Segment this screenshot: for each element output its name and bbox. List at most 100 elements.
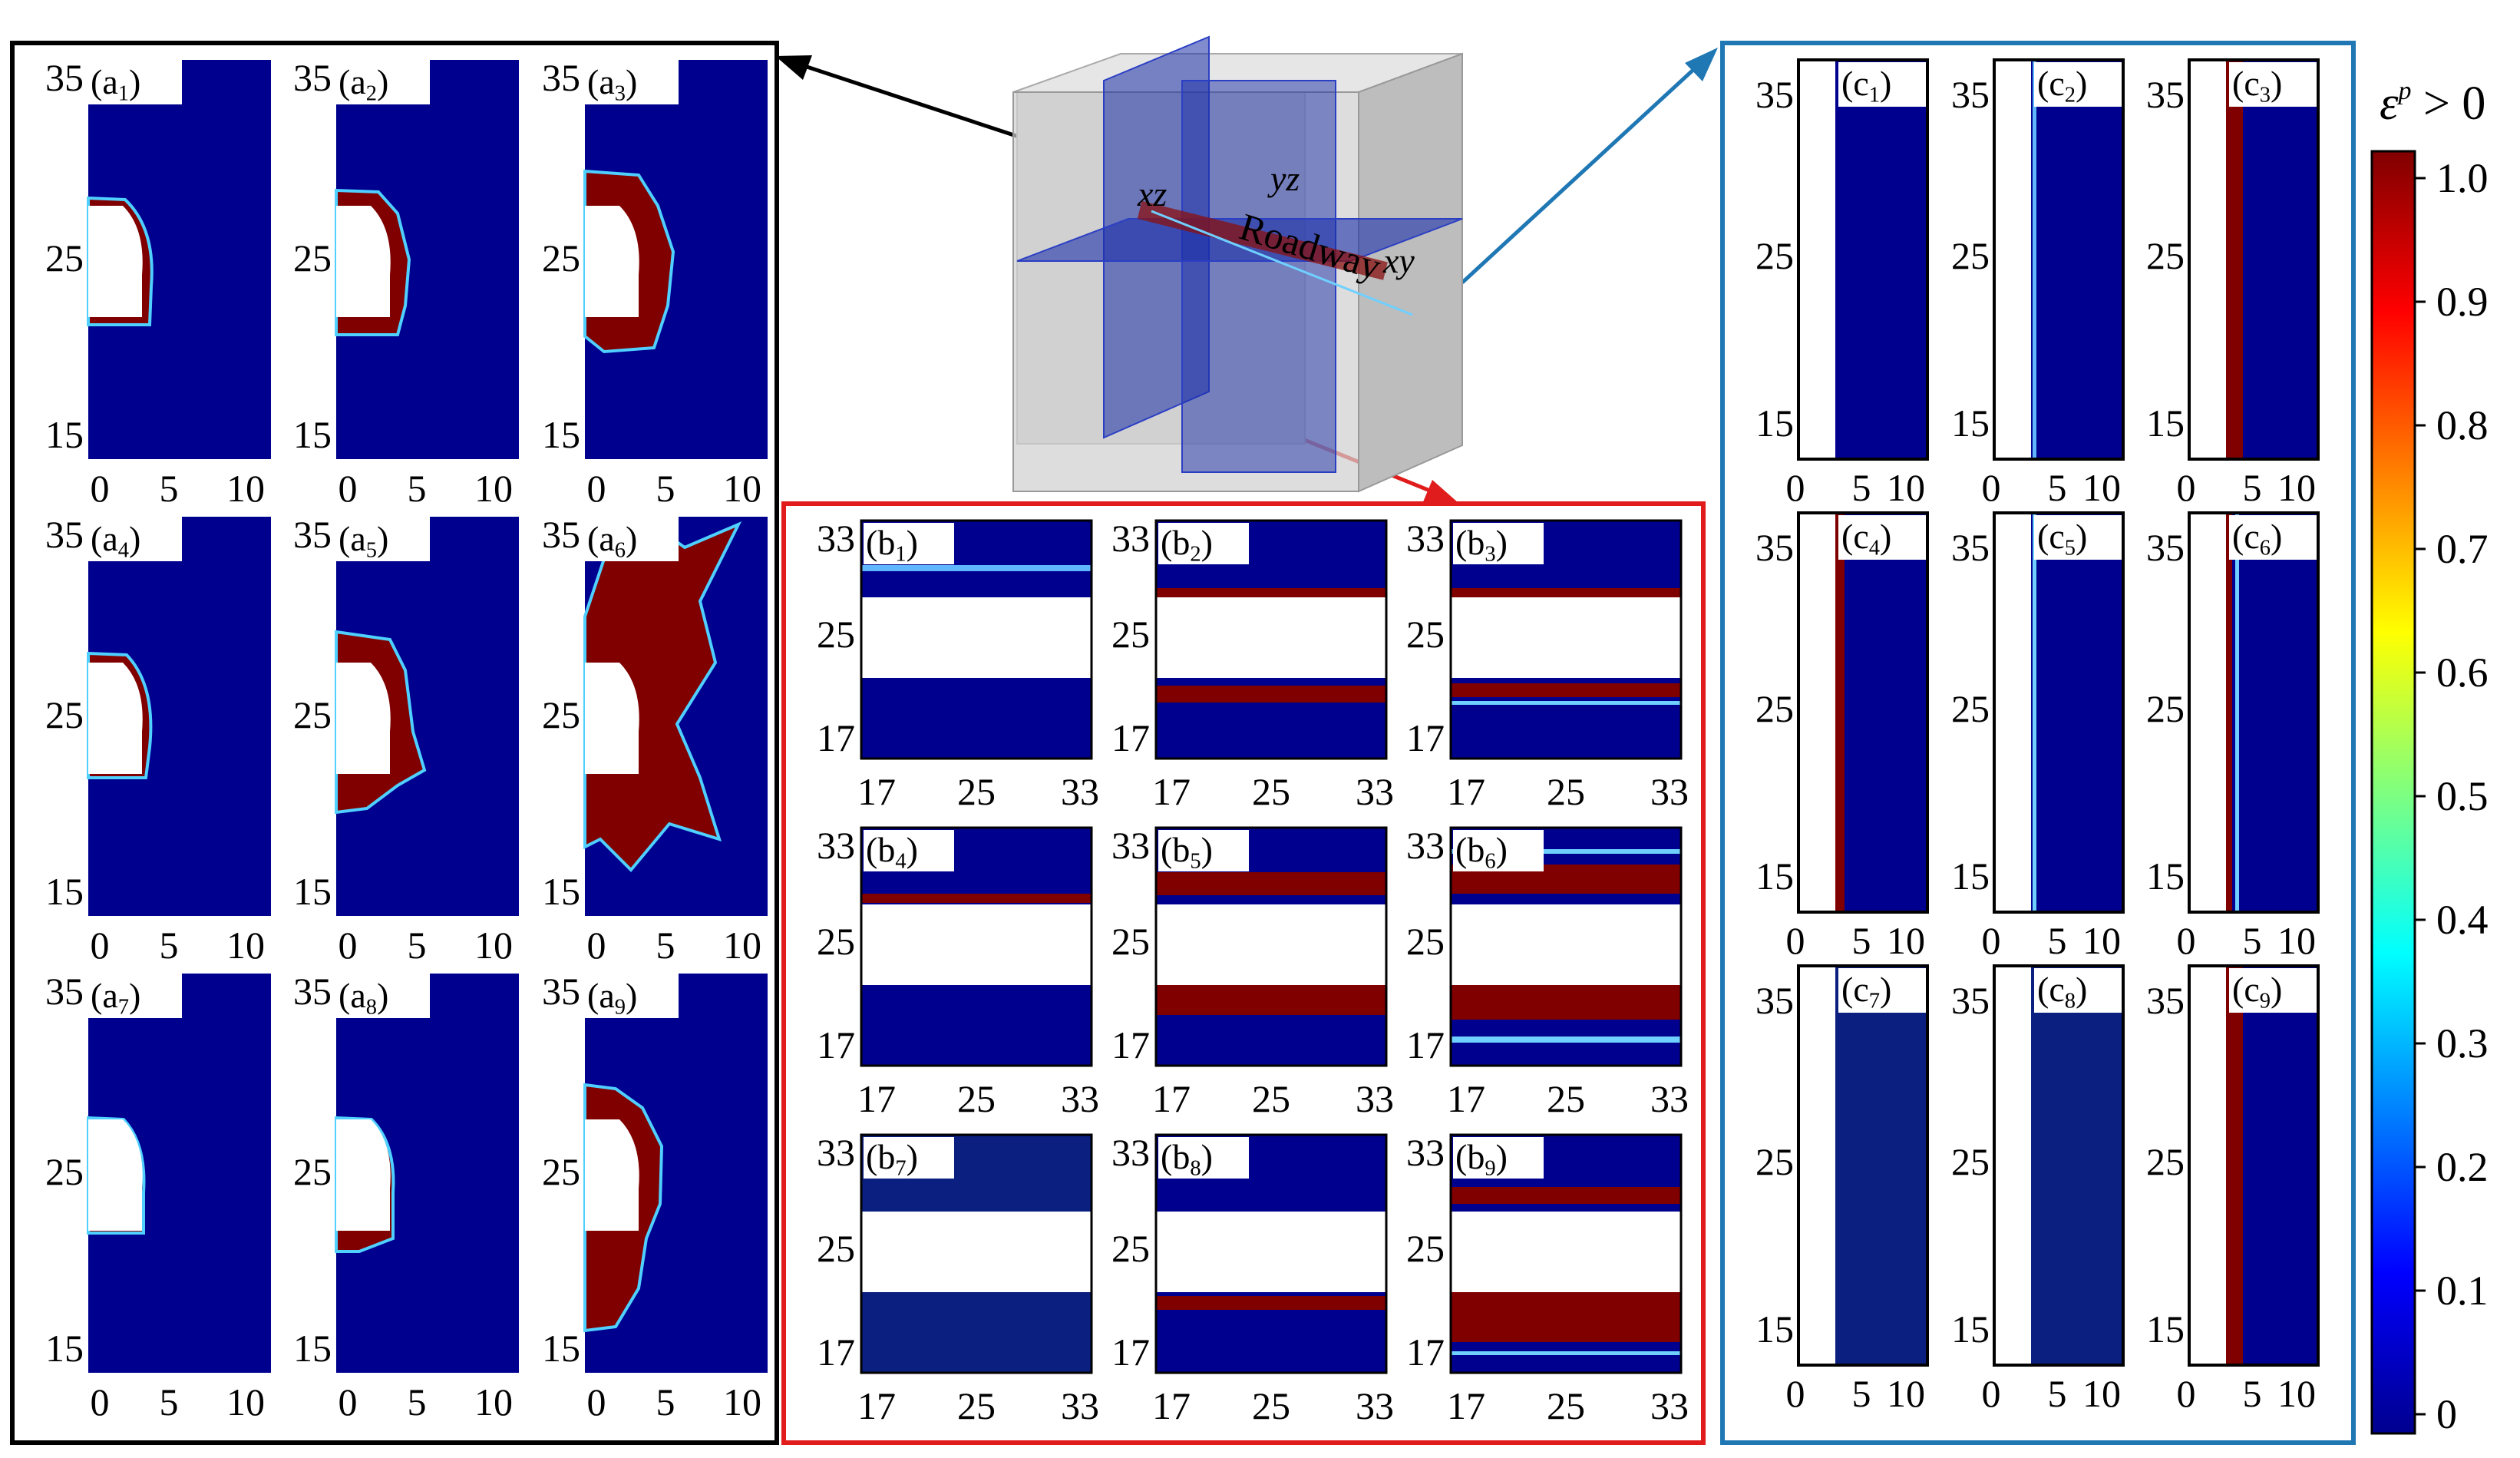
panel-c7-ytick-top: 35	[1755, 979, 1794, 1022]
panel-a4-xtick-2: 10	[226, 924, 265, 967]
panel-b6-xtick-0: 17	[1447, 1077, 1485, 1120]
panel-b8-ytick-top: 33	[1111, 1131, 1150, 1174]
panel-c5-roadway	[1994, 513, 2031, 912]
roadway-axis	[1151, 210, 1413, 316]
panel-a9-label-sub: 9	[615, 995, 626, 1019]
panel-b6-label-main: (b	[1455, 830, 1485, 869]
panel-a6-label-close: )	[626, 519, 637, 558]
panel-c1-label: (c1)	[1841, 64, 1891, 107]
colorbar-title-sup: p	[2396, 77, 2411, 105]
panel-a5-ytick-top: 35	[293, 513, 332, 556]
panel-a5-label-box	[336, 517, 430, 561]
panel-b7-label-close: )	[907, 1137, 918, 1176]
panel-a1-label: (a1)	[91, 62, 140, 105]
panel-b7-label-box	[864, 1137, 954, 1179]
panel-c1-border	[1797, 58, 1929, 461]
panel-a8-label-main: (a	[339, 976, 366, 1015]
panel-a8-ytick-bot: 15	[293, 1327, 332, 1370]
panel-b9-xtick-0: 17	[1447, 1384, 1485, 1427]
panel-a6-label-main: (a	[587, 519, 615, 558]
panel-b3-ytick-bot: 17	[1406, 716, 1445, 759]
panel-b2-xtick-1: 25	[1252, 770, 1290, 813]
colorbar-title-symbol: ε	[2380, 78, 2399, 130]
panel-b2-border	[1154, 519, 1388, 760]
panel-c2-xtick-0: 0	[1982, 466, 2001, 509]
panel-b6-xtick-2: 33	[1650, 1077, 1689, 1120]
panel-b9-ytick-mid: 25	[1406, 1227, 1445, 1270]
panel-b5-xtick-1: 25	[1252, 1077, 1290, 1120]
panel-c4-xtick-2: 10	[1887, 919, 1925, 962]
panel-a2-ytick-top: 35	[293, 56, 332, 99]
panel-b5-xtick-0: 17	[1152, 1077, 1191, 1120]
colorbar-title-rest: > 0	[2411, 78, 2485, 130]
panel-c1-roadway	[1798, 60, 1835, 459]
panel-b7-label: (b7)	[866, 1137, 918, 1180]
panel-b2-label-main: (b	[1161, 523, 1190, 562]
panel-c9-ytick-mid: 25	[2146, 1140, 2185, 1183]
panel-c1-ytick-top: 35	[1755, 73, 1794, 116]
panel-a3-xtick-0: 0	[587, 467, 606, 510]
plane-label-xy: xy	[1382, 241, 1415, 280]
panel-a4-label-sub: 4	[118, 538, 129, 562]
panel-a2-xtick-0: 0	[339, 467, 358, 510]
panel-a3-label-box	[585, 60, 679, 104]
panel-b4-xtick-0: 17	[857, 1077, 896, 1120]
panel-c2-ytick-mid: 25	[1951, 234, 1990, 277]
panel-a7-label-main: (a	[91, 976, 118, 1015]
panel-a8-label-sub: 8	[366, 995, 377, 1019]
panel-c5-label-main: (c	[2037, 517, 2065, 556]
panel-b1-xtick-2: 33	[1061, 770, 1099, 813]
panel-b5-border	[1154, 826, 1388, 1067]
panel-c9-label-close: )	[2271, 970, 2282, 1009]
panel-c3-label-sub: 3	[2260, 83, 2271, 107]
panel-b6-label-close: )	[1496, 830, 1508, 869]
panel-c4-stripe-0	[1835, 513, 1845, 912]
panel-b4-xtick-1: 25	[957, 1077, 996, 1120]
panel-b9-label-close: )	[1496, 1137, 1508, 1176]
panel-c9-xtick-0: 0	[2177, 1372, 2196, 1415]
colorbar-tick-label-8: 0.2	[2436, 1144, 2489, 1190]
panel-c9-border	[2188, 964, 2320, 1367]
panel-b3-label-box	[1453, 523, 1544, 564]
panel-b8-ytick-bot: 17	[1111, 1331, 1150, 1374]
panel-a5-label-main: (a	[339, 519, 366, 558]
panel-b6-label-box	[1453, 830, 1544, 871]
panel-a3-ytick-top: 35	[542, 56, 580, 99]
panel-b1-roadway	[861, 597, 1092, 678]
panel-c6-border	[2188, 511, 2320, 914]
panel-c3-label: (c3)	[2232, 64, 2282, 107]
colorbar-tick-label-10: 0	[2436, 1391, 2457, 1437]
panel-b1-label: (b1)	[866, 523, 918, 566]
panel-a5-label: (a5)	[339, 519, 388, 562]
panel-b6-label-sub: 6	[1485, 849, 1495, 873]
panel-b2-ytick-bot: 17	[1111, 716, 1150, 759]
panel-c9-roadway	[2189, 966, 2226, 1365]
panel-a3-xtick-2: 10	[723, 467, 761, 510]
panel-c5-label-close: )	[2076, 517, 2087, 556]
panel-a8-ytick-mid: 25	[293, 1150, 332, 1193]
panel-b1-ytick-top: 33	[817, 517, 855, 560]
panel-c2-ytick-top: 35	[1951, 73, 1990, 116]
panel-a3-label-main: (a	[587, 62, 615, 101]
panel-c8-ytick-mid: 25	[1951, 1140, 1990, 1183]
panel-b3-band-1	[1451, 683, 1681, 697]
panel-b4-ytick-top: 33	[817, 824, 855, 867]
panel-c4-label-sub: 4	[1869, 536, 1880, 560]
panel-b9-band-2	[1451, 1351, 1681, 1355]
panel-b6-border	[1449, 826, 1683, 1067]
panel-a4-label: (a4)	[91, 519, 140, 562]
panel-c8-label-close: )	[2076, 970, 2087, 1009]
panel-b3-label-close: )	[1496, 523, 1508, 562]
panel-c9-label-sub: 9	[2260, 989, 2271, 1013]
panel-b9-label-box	[1453, 1137, 1544, 1179]
panel-b2-band-1	[1156, 686, 1386, 703]
colorbar-tick-label-1: 0.9	[2436, 279, 2489, 325]
panel-b5-label-box	[1158, 830, 1249, 871]
